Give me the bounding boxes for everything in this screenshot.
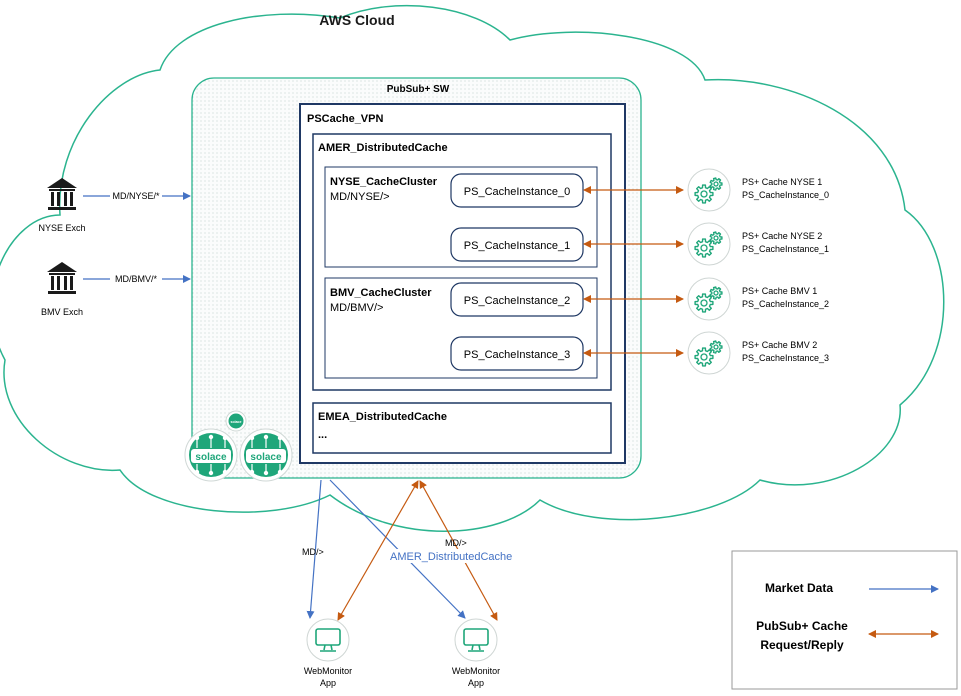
cache-node-3-line2: PS_CacheInstance_3	[742, 353, 829, 363]
monitor-icon[interactable]	[306, 618, 350, 662]
emea-ellipsis: ...	[318, 429, 327, 441]
webmonitor-2-line1: WebMonitor	[452, 666, 500, 676]
emea-title: EMEA_DistributedCache	[318, 411, 447, 423]
legend-box	[731, 550, 958, 690]
solace-logo-2: solace	[250, 452, 282, 463]
cache-node-3-line1: PS+ Cache BMV 2	[742, 340, 817, 350]
bmv-feed-topic: MD/BMV/*	[115, 274, 158, 284]
bank-icon	[47, 262, 77, 294]
md-flow-left	[306, 479, 322, 619]
webmonitor-1-line2: App	[320, 678, 336, 688]
solace-logo-1: solace	[195, 452, 227, 463]
legend-cache-line2: Request/Reply	[760, 638, 844, 652]
cache-node-1-line1: PS+ Cache NYSE 2	[742, 231, 822, 241]
cache-instance-1-label: PS_CacheInstance_1	[464, 240, 570, 252]
webmonitor-1-line1: WebMonitor	[304, 666, 352, 676]
solace-node-icon: solace	[239, 428, 293, 482]
nyse-feed-topic: MD/NYSE/*	[112, 191, 160, 201]
gear-icon[interactable]	[687, 331, 731, 375]
legend-market-data-label: Market Data	[765, 581, 833, 595]
legend-cache-line1: PubSub+ Cache	[756, 619, 848, 633]
amer-title: AMER_DistributedCache	[318, 142, 448, 154]
gear-icon[interactable]	[687, 168, 731, 212]
cache-instance-3-label: PS_CacheInstance_3	[464, 349, 570, 361]
cache-node-1-line2: PS_CacheInstance_1	[742, 244, 829, 254]
monitor-icon[interactable]	[454, 618, 498, 662]
cloud-title: AWS Cloud	[319, 12, 394, 28]
md-flow-left-label: MD/>	[302, 547, 324, 557]
cache-instance-2-label: PS_CacheInstance_2	[464, 295, 570, 307]
bmv-cluster-topic: MD/BMV/>	[330, 302, 383, 314]
bmv-exchange-label: BMV Exch	[41, 307, 83, 317]
bmv-cluster-title: BMV_CacheCluster	[330, 287, 432, 299]
emea-cache-box	[312, 402, 612, 454]
nyse-exchange-label: NYSE Exch	[38, 223, 85, 233]
cache-flow-left	[337, 480, 419, 621]
webmonitor-2-line2: App	[468, 678, 484, 688]
nyse-exchange: NYSE Exch	[38, 178, 86, 233]
broker-title: PubSub+ SW	[387, 84, 450, 95]
vpn-title: PSCache_VPN	[307, 113, 383, 125]
nyse-cluster-title: NYSE_CacheCluster	[330, 176, 438, 188]
cache-node-2-line1: PS+ Cache BMV 1	[742, 286, 817, 296]
cache-node-0-line1: PS+ Cache NYSE 1	[742, 177, 822, 187]
md-flow-right-label: MD/>	[445, 538, 467, 548]
cache-node-2-line2: PS_CacheInstance_2	[742, 299, 829, 309]
bank-icon	[47, 178, 77, 210]
solace-node-icon: solace	[225, 410, 247, 432]
solace-node-icon: solace	[184, 428, 238, 482]
bmv-exchange: BMV Exch	[41, 262, 83, 317]
cache-node-0-line2: PS_CacheInstance_0	[742, 190, 829, 200]
nyse-cluster-topic: MD/NYSE/>	[330, 191, 390, 203]
gear-icon[interactable]	[687, 222, 731, 266]
solace-logo-small: solace	[231, 420, 242, 424]
amer-flow-label: AMER_DistributedCache	[390, 551, 512, 563]
gear-icon[interactable]	[687, 277, 731, 321]
cache-instance-0-label: PS_CacheInstance_0	[464, 186, 570, 198]
